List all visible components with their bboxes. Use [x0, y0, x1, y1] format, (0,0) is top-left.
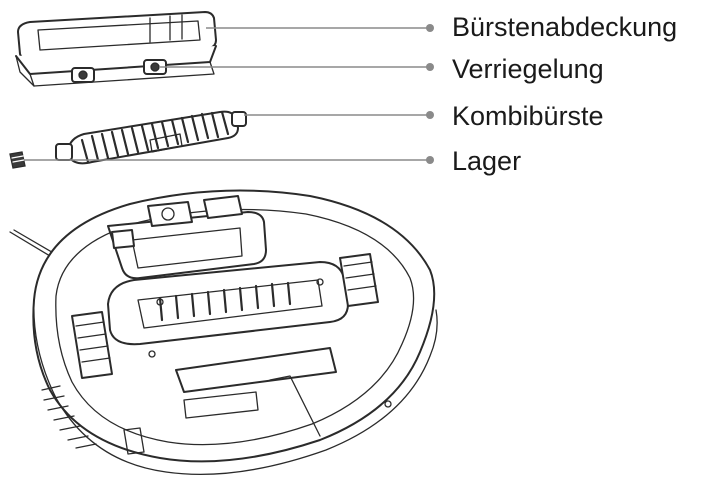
bearing-part — [9, 151, 26, 169]
lock-label: Verriegelung — [452, 54, 604, 84]
main-brush-bristles — [158, 281, 292, 322]
combo-brush-part — [55, 110, 247, 165]
combo-brush-label: Kombibürste — [452, 101, 604, 131]
brush-cover-label: Bürstenabdeckung — [452, 12, 678, 42]
leader-lines — [24, 24, 434, 164]
right-wheel — [339, 253, 379, 307]
lock-tabs — [71, 59, 167, 83]
left-wheel — [71, 311, 113, 379]
robot-vacuum-body — [9, 189, 438, 476]
brush-cover-part — [15, 11, 217, 87]
brush-bristles — [80, 110, 230, 164]
bearing-label: Lager — [452, 146, 522, 176]
